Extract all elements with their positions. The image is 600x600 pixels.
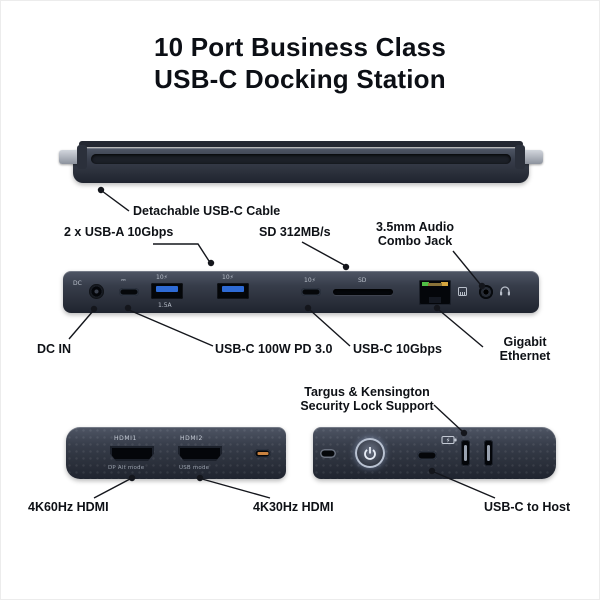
leader-sd — [301, 241, 345, 266]
callout-usb-c-host: USB-C to Host — [484, 500, 571, 514]
callout-usb-c-pd: USB-C 100W PD 3.0 — [215, 342, 333, 356]
usb-c-10g-port — [301, 288, 321, 296]
hdmi1-print-label: HDMI1 — [114, 435, 137, 442]
page-title-line2: USB-C Docking Station — [154, 64, 446, 94]
dock-rear-view: DC ⎓ 10⚡ 1.5A 10⚡ 10⚡ SD — [63, 271, 539, 313]
callout-audio-line1: 3.5mm Audio — [375, 220, 455, 234]
ethernet-led-green — [422, 282, 429, 286]
callout-security-lock: Targus & Kensington Security Lock Suppor… — [297, 385, 437, 413]
hdmi1-port — [110, 446, 154, 461]
ethernet-pins — [428, 283, 442, 286]
callout-security-lock-line1: Targus & Kensington — [304, 385, 430, 399]
leader-detachable-cable — [101, 190, 130, 212]
front-usb-c-port — [254, 449, 271, 458]
cable-channel — [91, 154, 511, 164]
page-title-line1: 10 Port Business Class — [154, 32, 446, 62]
lock-slot-1-keyway — [464, 445, 467, 461]
lock-slot-2 — [484, 440, 493, 466]
callout-sd: SD 312MB/s — [259, 225, 331, 239]
callout-ethernet-line2: Ethernet — [499, 349, 551, 363]
callout-audio: 3.5mm Audio Combo Jack — [357, 220, 473, 248]
leader-4k60-hdmi — [93, 478, 131, 499]
side-left-usb-c-port — [320, 449, 336, 458]
dock-front-view: HDMI1 DP Alt mode HDMI2 USB mode — [66, 427, 286, 479]
lock-slot-2-keyway — [487, 445, 490, 461]
power-button — [355, 438, 385, 468]
charging-device-icon — [441, 435, 457, 445]
hdmi2-print-label: HDMI2 — [180, 435, 203, 442]
hdmi2-port — [178, 446, 222, 461]
audio-combo-jack — [479, 285, 493, 299]
usb-c-pd-port — [119, 288, 139, 296]
dc-marking: DC — [73, 280, 82, 287]
dock-side-view — [313, 427, 556, 479]
usb-c-host-port — [417, 451, 437, 460]
leader-ethernet — [438, 309, 484, 348]
leader-usb-c-pd — [128, 309, 214, 347]
leader-usb-a — [153, 243, 210, 262]
usb-a1-speed-marking: 10⚡ — [156, 274, 168, 281]
leader-dc-in — [68, 310, 94, 340]
callout-ethernet: Gigabit Ethernet — [480, 335, 570, 363]
cable-connector-right — [521, 150, 543, 164]
ethernet-port — [419, 280, 451, 305]
lock-slot-1 — [461, 440, 470, 466]
leader-dot-usb-a — [207, 259, 215, 267]
hinge-left — [77, 145, 87, 169]
leader-4k30-hdmi — [201, 478, 271, 499]
pd-marking: ⎓ — [121, 277, 126, 284]
leader-dot-sd — [342, 263, 350, 271]
callout-4k30-hdmi: 4K30Hz HDMI — [253, 500, 334, 514]
sd-marking: SD — [358, 277, 367, 284]
sd-card-slot — [333, 289, 393, 295]
power-icon — [364, 447, 376, 460]
hdmi1-mode-label: DP Alt mode — [108, 465, 145, 471]
usb-a1-amp-marking: 1.5A — [158, 302, 172, 309]
callout-audio-line2: Combo Jack — [377, 234, 453, 248]
callout-ethernet-line1: Gigabit — [503, 335, 547, 349]
hinge-right — [515, 145, 525, 169]
usb-a-port-1 — [151, 283, 183, 299]
leader-usb-c-10g — [309, 309, 351, 347]
callout-4k60-hdmi: 4K60Hz HDMI — [28, 500, 109, 514]
usb-a-port-2 — [217, 283, 249, 299]
usb-a2-tongue — [222, 286, 244, 292]
dock-top-view — [59, 137, 543, 189]
usb-c2-speed-marking: 10⚡ — [304, 277, 316, 284]
ethernet-clip — [429, 297, 441, 303]
front-usb-c-tongue — [257, 452, 268, 455]
usb-a1-tongue — [156, 286, 178, 292]
dc-in-jack — [89, 284, 104, 299]
usb-c-cable — [79, 141, 523, 147]
hdmi2-mode-label: USB mode — [179, 465, 210, 471]
network-icon — [458, 287, 467, 296]
usb-a2-speed-marking: 10⚡ — [222, 274, 234, 281]
ethernet-led-amber — [441, 282, 448, 286]
headphone-icon — [500, 286, 510, 296]
callout-detachable-cable: Detachable USB-C Cable — [133, 204, 281, 218]
callout-usb-a: 2 x USB-A 10Gbps — [64, 225, 174, 239]
callout-usb-c-10g: USB-C 10Gbps — [353, 342, 442, 356]
callout-security-lock-line2: Security Lock Support — [300, 399, 434, 413]
dock-body-top — [73, 148, 529, 183]
cable-connector-left — [59, 150, 81, 164]
callout-dc-in: DC IN — [37, 342, 72, 356]
